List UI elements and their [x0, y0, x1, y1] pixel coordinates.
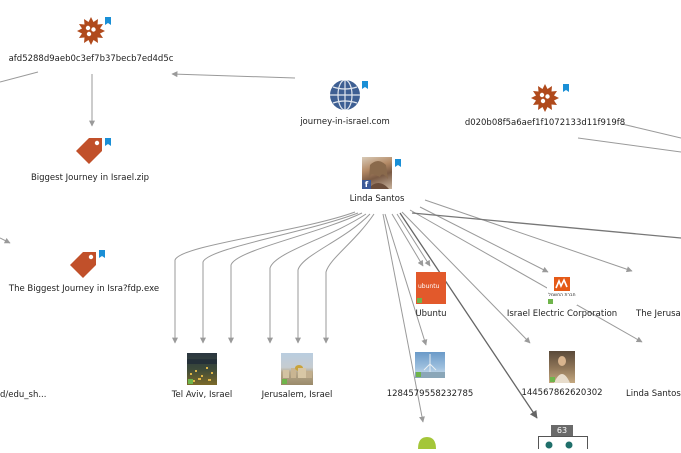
edge-person-telaviv-2: [200, 212, 359, 344]
edge-person-jerusalem-3: [323, 213, 375, 344]
location-marker-icon: [282, 379, 287, 384]
id-photo: [549, 351, 575, 383]
node-label: 1284579558232785: [386, 389, 474, 399]
node-person-linda-santos[interactable]: f Linda Santos: [337, 157, 417, 204]
ubuntu-logo-text: ubuntu: [418, 283, 440, 290]
malware-hash-icon: [77, 17, 111, 45]
group-count-badge: 63: [551, 425, 573, 436]
page-marker-icon: [550, 377, 555, 382]
node-id-144567862620302[interactable]: 144567862620302: [512, 351, 612, 398]
node-hash-afd5288d[interactable]: afd5288d9aeb0c3ef7b37becb7ed4d5c: [0, 17, 182, 64]
node-label: afd5288d9aeb0c3ef7b37becb7ed4d5c: [8, 54, 174, 64]
location-photo: [187, 353, 217, 385]
edge-hash2-right-1: [621, 123, 681, 139]
iec-logo-text: חברת החשמל: [548, 293, 576, 298]
globe-icon: [329, 79, 368, 111]
node-label: journey-in-israel.com: [300, 117, 390, 127]
edge-person-iec: [419, 206, 549, 273]
node-label: Ubuntu: [415, 309, 447, 319]
node-label: Linda Santos: [626, 389, 681, 399]
location-photo: [281, 353, 313, 385]
profile-photo: f: [362, 157, 392, 189]
edge-person-ubuntu-2: [396, 213, 431, 267]
bookmark-icon: [99, 250, 105, 258]
edge-person-telaviv-3: [228, 212, 363, 344]
malware-hash-icon: [531, 84, 569, 112]
node-edu-partial[interactable]: d/edu_sh...: [0, 390, 46, 400]
node-jerusalem-partial[interactable]: The Jerusal: [636, 309, 681, 319]
node-label: Jerusalem, Israel: [261, 390, 333, 400]
edge-domain-hash1: [171, 71, 296, 79]
edge-hash1-left: [0, 71, 39, 83]
node-label: Linda Santos: [349, 194, 405, 204]
edge-hash2-right-2: [577, 137, 681, 153]
bookmark-icon: [395, 159, 401, 167]
node-label: 144567862620302: [521, 388, 603, 398]
facebook-icon: f: [362, 180, 371, 189]
bookmark-icon: [105, 138, 111, 146]
edge-person-jerus2: [424, 199, 633, 273]
edge-person-bottom: [382, 213, 425, 423]
node-label: The Biggest Journey in Isra?fdp.exe: [8, 284, 160, 294]
edge-person-id2: [401, 211, 531, 344]
node-israel-electric-corporation[interactable]: חברת החשמל Israel Electric Corporation: [502, 275, 622, 319]
node-label: The Jerusal: [636, 309, 681, 319]
people-group-icon: [545, 441, 573, 449]
node-label: Israel Electric Corporation: [506, 309, 618, 319]
node-label: d/edu_sh...: [0, 390, 47, 400]
node-hash-d020b08f[interactable]: d020b08f5a6aef1f1072133d11f919f8: [460, 84, 630, 128]
node-location-tel-aviv[interactable]: Tel Aviv, Israel: [162, 353, 242, 400]
edge-person-telaviv-1: [172, 211, 356, 344]
node-file-exe[interactable]: The Biggest Journey in Isra?fdp.exe: [6, 250, 162, 294]
file-tag-icon: [76, 136, 111, 164]
node-partial-green-icon[interactable]: [416, 434, 438, 449]
iec-logo: חברת החשמל: [547, 275, 577, 305]
node-label: d020b08f5a6aef1f1072133d11f919f8: [464, 118, 626, 128]
ubuntu-logo: ubuntu: [416, 272, 446, 304]
node-file-zip[interactable]: Biggest Journey in Israel.zip: [20, 136, 160, 183]
page-marker-icon: [417, 298, 422, 303]
node-domain[interactable]: journey-in-israel.com: [290, 79, 400, 127]
node-label: Tel Aviv, Israel: [171, 390, 233, 400]
edge-person-ubuntu: [391, 213, 424, 267]
bookmark-icon: [105, 17, 111, 25]
page-marker-icon: [548, 299, 553, 304]
android-icon: [418, 437, 436, 449]
node-id-1284579558232785[interactable]: 1284579558232785: [380, 352, 480, 399]
page-marker-icon: [416, 372, 421, 377]
edge-person-right: [411, 212, 681, 239]
node-ubuntu[interactable]: ubuntu Ubuntu: [396, 272, 466, 319]
bookmark-icon: [362, 81, 368, 89]
node-location-jerusalem[interactable]: Jerusalem, Israel: [257, 353, 337, 400]
file-tag-icon: [70, 250, 105, 278]
edge-person-person2: [409, 209, 643, 343]
group-node-icon[interactable]: [538, 436, 588, 449]
edge-person-jerusalem-1: [267, 213, 367, 344]
edge-person-group: [399, 212, 538, 419]
bookmark-icon: [563, 84, 569, 92]
edge-person-jerusalem-2: [295, 213, 371, 344]
edge-person-id1: [384, 213, 428, 346]
node-label: Biggest Journey in Israel.zip: [30, 173, 150, 183]
edge-left-exe: [0, 237, 11, 244]
id-photo: [415, 352, 445, 378]
node-person-linda-santos-2[interactable]: Linda Santos: [626, 389, 681, 399]
location-marker-icon: [188, 379, 193, 384]
